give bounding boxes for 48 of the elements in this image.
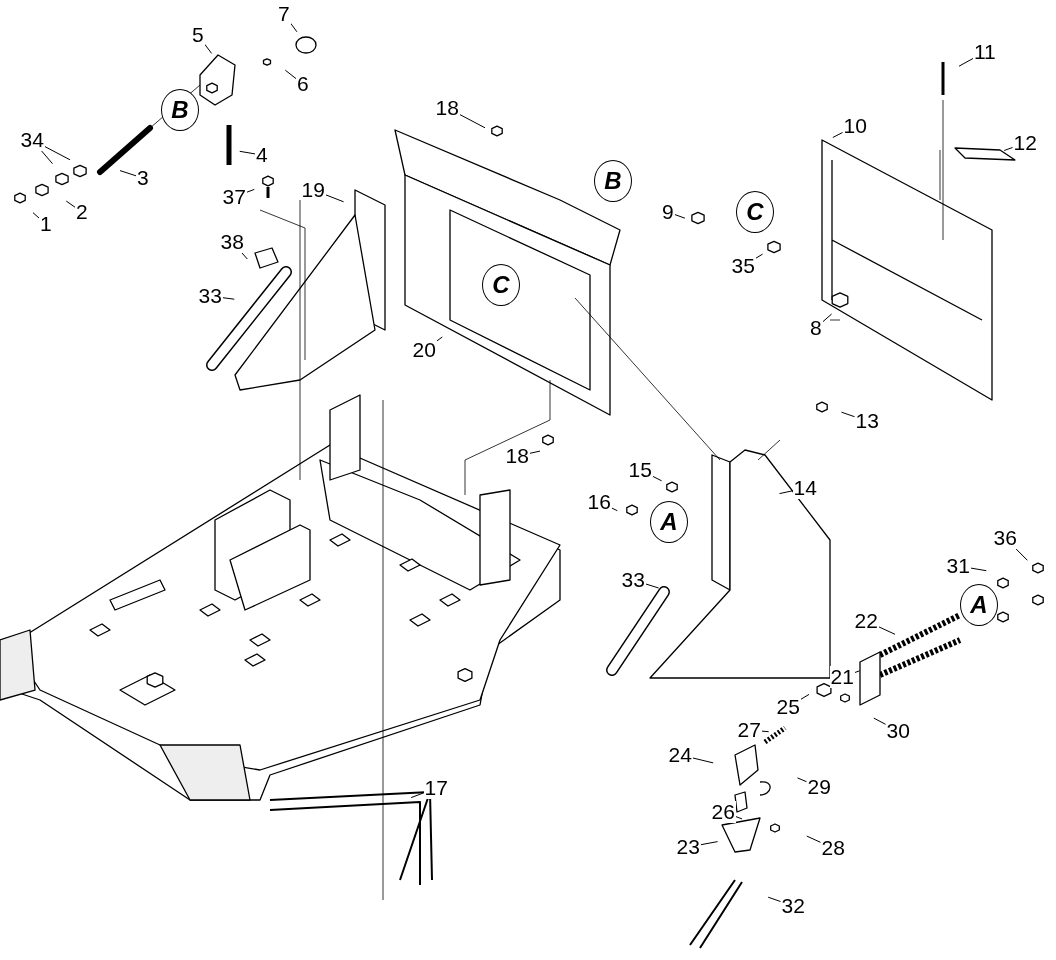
leader-line — [652, 475, 663, 482]
leader-line — [459, 114, 486, 129]
leader-line — [436, 336, 443, 342]
leader-line — [700, 841, 719, 846]
reference-circle: A — [650, 501, 688, 543]
leader-line — [44, 146, 71, 161]
leader-line — [761, 730, 770, 733]
leader-line — [970, 567, 987, 572]
leader-line — [873, 717, 886, 725]
leader-line — [806, 835, 821, 843]
reference-circle: B — [161, 89, 199, 131]
leader-line — [41, 150, 53, 165]
reference-circle: B — [594, 160, 632, 202]
leader-line — [241, 252, 248, 260]
leader-line — [290, 22, 298, 33]
leader-line — [1003, 147, 1013, 151]
leader-line — [692, 757, 714, 764]
leader-line — [767, 896, 781, 902]
leader-line — [204, 43, 213, 54]
leader-line — [674, 214, 686, 219]
leader-line — [797, 777, 807, 783]
leader-line — [410, 792, 424, 799]
leader-line — [529, 450, 541, 454]
leader-line — [800, 693, 810, 700]
leader-line — [841, 411, 855, 418]
leader-line — [239, 150, 256, 155]
leader-line — [611, 507, 618, 512]
reference-circle: C — [736, 191, 774, 233]
reference-circle: A — [960, 584, 998, 626]
leader-line — [779, 490, 793, 495]
leader-line — [854, 670, 861, 673]
leader-line — [822, 313, 833, 323]
leader-line — [119, 170, 137, 177]
callout-number: 26 — [710, 801, 736, 823]
leader-line — [755, 253, 764, 259]
leader-line — [222, 297, 235, 300]
leader-line — [284, 69, 297, 80]
leader-line — [735, 816, 743, 820]
leader-line — [645, 583, 660, 589]
leader-line — [1015, 548, 1028, 561]
leader-line — [65, 200, 76, 208]
callout-number: 21 — [829, 666, 855, 688]
leader-line — [246, 188, 255, 193]
leader-line — [32, 212, 40, 219]
leader-line — [958, 58, 974, 67]
leader-line — [878, 626, 896, 635]
leader-line — [325, 194, 345, 203]
leader-line — [832, 132, 843, 138]
